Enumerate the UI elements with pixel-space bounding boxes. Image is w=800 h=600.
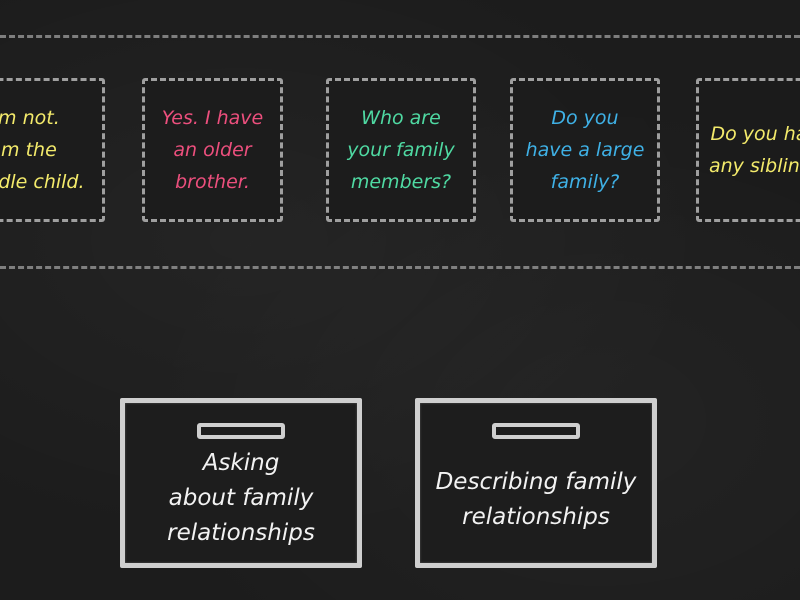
card-text: Yes. I have an older brother.	[161, 107, 264, 193]
tray-bottom-border	[0, 266, 800, 269]
box-handle	[197, 423, 285, 439]
box-handle	[492, 423, 580, 439]
drop-box-asking[interactable]: Asking about family relationships	[120, 398, 362, 568]
card-text: Do you have any siblings?	[709, 123, 800, 177]
box-label: Describing family relationships	[435, 469, 637, 530]
card-text: Who are your family members?	[347, 107, 455, 193]
card-text: Do you have a large family?	[525, 107, 645, 193]
box-label: Asking about family relationships	[167, 450, 315, 546]
draggable-card[interactable]: Do you have any siblings?	[696, 78, 800, 222]
card-tray: I'm not. I'm the middle child. Yes. I ha…	[0, 78, 800, 222]
draggable-card[interactable]: Who are your family members?	[326, 78, 476, 222]
draggable-card[interactable]: I'm not. I'm the middle child.	[0, 78, 105, 222]
draggable-card[interactable]: Yes. I have an older brother.	[142, 78, 283, 222]
card-text: I'm not. I'm the middle child.	[0, 107, 85, 193]
draggable-card[interactable]: Do you have a large family?	[510, 78, 660, 222]
drop-box-describing[interactable]: Describing family relationships	[415, 398, 657, 568]
tray-top-border	[0, 35, 800, 38]
